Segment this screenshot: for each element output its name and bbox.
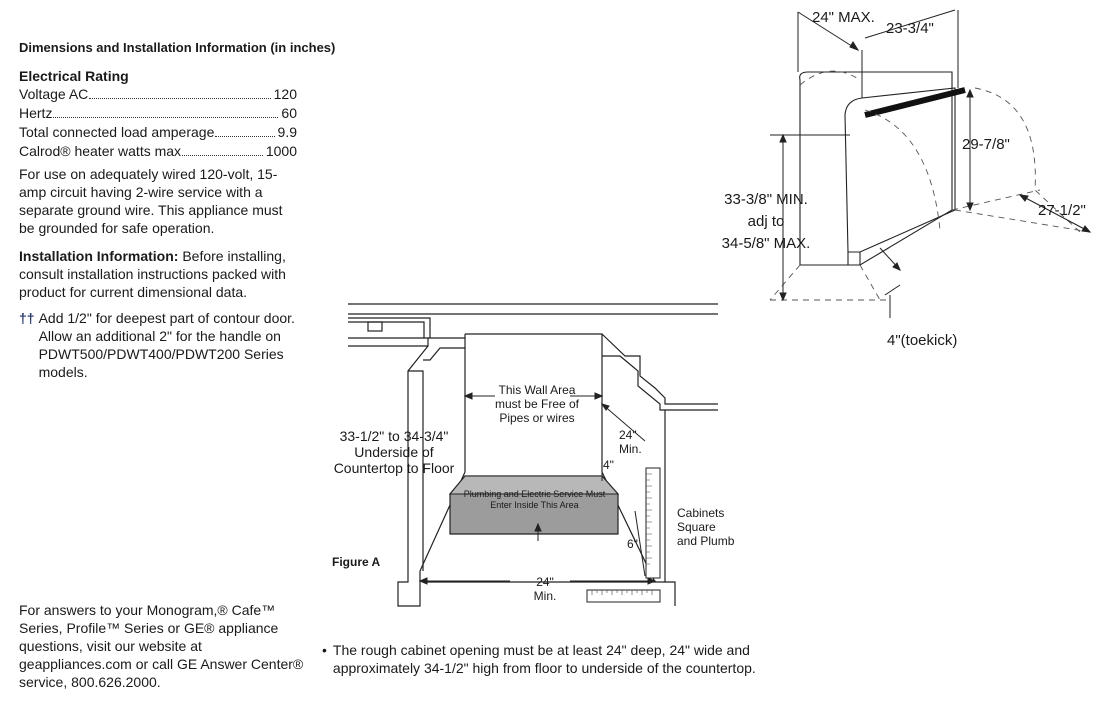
- rating-row: Hertz 60: [19, 104, 297, 123]
- countertop-edge: [348, 303, 718, 315]
- electrical-note: For use on adequately wired 120-volt, 15…: [19, 166, 283, 236]
- right-cabinet: [660, 410, 676, 606]
- figure-a-caption: Figure A: [332, 555, 381, 569]
- bottom-min-label: 24" Min.: [533, 575, 557, 603]
- dishwasher-door: [844, 87, 956, 253]
- door-handle: [864, 87, 966, 118]
- dim-4-label: 4": [603, 458, 614, 472]
- faucet-knob: [367, 321, 383, 332]
- height-max-text: 34-5/8" MAX.: [721, 235, 811, 252]
- figure-a-diagram: [348, 303, 718, 607]
- width-max-text: 24" MAX.: [812, 9, 875, 26]
- sink-outline: [348, 317, 431, 338]
- installation-text: Before installing, consult installation …: [19, 248, 286, 300]
- opening-note: • The rough cabinet opening must be at l…: [322, 641, 762, 677]
- footnote: †† Add 1/2" for deepest part of contour …: [19, 309, 314, 381]
- electrical-heading: Electrical Rating: [19, 68, 129, 84]
- rating-label: Voltage AC: [19, 86, 89, 102]
- dim-6-label: 6": [627, 537, 638, 551]
- adjustable-height-label: 33-3/8" MIN. adj to 34-5/8" MAX.: [712, 189, 820, 255]
- rating-row: Voltage AC 120: [19, 85, 297, 104]
- dishwasher-body: [799, 71, 953, 266]
- carpenter-square-horizontal: [586, 589, 661, 603]
- left-cabinet: [397, 345, 429, 607]
- rating-row: Calrod® heater watts max 1000: [19, 142, 297, 161]
- depth-label: 23-3/4": [886, 20, 934, 37]
- footnote-text: Add 1/2" for deepest part of contour doo…: [38, 310, 295, 380]
- rating-label: Hertz: [19, 105, 53, 121]
- dishwasher-dimension-diagram: [769, 9, 1092, 318]
- body-height-label: 29-7/8": [962, 136, 1010, 153]
- installation-heading: Installation Information:: [19, 248, 179, 264]
- height-min-text: 33-3/8" MIN.: [724, 191, 808, 208]
- rating-value: 120: [273, 86, 297, 102]
- rating-value: 1000: [265, 143, 297, 159]
- opening-note-text: The rough cabinet opening must be at lea…: [332, 642, 756, 676]
- footnote-mark: ††: [19, 310, 35, 326]
- cabinets-label: Cabinets Square and Plumb: [677, 506, 735, 548]
- back-wall-top: [465, 333, 603, 356]
- top-min-label: 24" Min.: [619, 428, 642, 456]
- rating-row: Total connected load amperage 9.9: [19, 123, 297, 142]
- door-depth-label: 27-1/2": [1038, 202, 1086, 219]
- rating-label: Calrod® heater watts max: [19, 143, 182, 159]
- bullet-icon: •: [322, 642, 327, 658]
- page-title: Dimensions and Installation Information …: [19, 40, 336, 55]
- door-swing-arc: [864, 109, 941, 231]
- wall-area-label: This Wall Area must be Free of Pipes or …: [494, 383, 580, 425]
- installation-info: Installation Information: Before install…: [19, 247, 309, 301]
- contact-info: For answers to your Monogram,® Cafe™ Ser…: [19, 602, 304, 690]
- service-area-label: Plumbing and Electric Service Must Enter…: [463, 489, 606, 510]
- rating-value: 9.9: [277, 124, 297, 140]
- height-range-label: 33-1/2" to 34-3/4" Underside of Countert…: [333, 428, 455, 476]
- toekick-label: 4"(toekick): [887, 332, 958, 349]
- rating-label: Total connected load amperage: [19, 124, 215, 140]
- carpenter-square-vertical: [645, 467, 661, 579]
- height-adj-text: adj to: [747, 213, 785, 230]
- electrical-rating-table: Voltage AC 120 Hertz 60 Total connected lo…: [19, 85, 297, 161]
- rating-value: 60: [281, 105, 297, 121]
- width-max-label: 24" MAX.: [812, 10, 875, 26]
